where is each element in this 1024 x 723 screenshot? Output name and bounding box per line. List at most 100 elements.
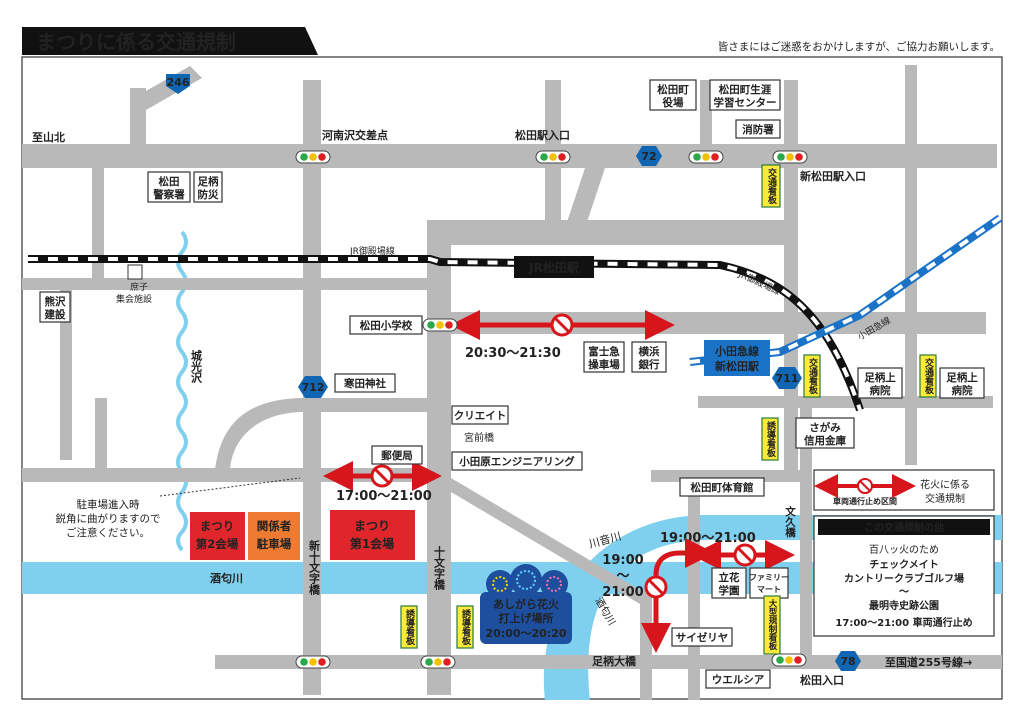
parking-note: 駐車場進入時 鋭角に曲がりますので ご注意ください。 xyxy=(56,477,301,539)
venue-dai2-1: まつり xyxy=(200,519,235,533)
closure-time-b: 17:00〜21:00 xyxy=(336,489,432,504)
facility-tachibana-1: 立花 xyxy=(719,571,740,584)
facility-yokohama-2: 銀行 xyxy=(639,358,660,371)
legend-other-1: 百八ッ火のため xyxy=(869,544,939,556)
legend: 車両通行止め区間 花火に係る 交通規制 この交通規制の他 百八ッ火のため チェッ… xyxy=(813,469,995,637)
page-title: まつりに係る交通規制 xyxy=(36,30,236,54)
facility-create: クリエイト xyxy=(454,410,507,422)
traffic-light-icon xyxy=(771,653,807,667)
traffic-light-icon xyxy=(295,150,331,164)
venue-kankeisha-1: 関係者 xyxy=(257,519,292,533)
notice-text: 皆さまにはご迷惑をおかけしますが、ご協力お願いします。 xyxy=(718,40,1000,53)
fireworks-3: 20:00〜20:20 xyxy=(485,627,566,640)
legend-other-4: 〜 xyxy=(899,587,909,598)
label-shin-matsuda-eki-iriguchi: 新松田駅入口 xyxy=(800,169,866,183)
label-shisanhoku: 至山北 xyxy=(32,130,65,144)
signboard-yudo-1: 誘導看板 xyxy=(765,420,776,458)
label-kawaminamizawa: 河南沢交差点 xyxy=(322,128,388,142)
route-711: 711 xyxy=(776,372,799,385)
venue-kankeisha xyxy=(248,512,300,560)
facility-shobosho: 消防署 xyxy=(742,123,774,136)
closure-time-d-start: 19:00 xyxy=(602,553,643,568)
venue-dai2-2: 第2会場 xyxy=(196,537,239,551)
facility-ashigara-bosai-1: 足柄 xyxy=(198,175,219,188)
facility-marker-icon xyxy=(127,264,143,280)
facility-family-2: マート xyxy=(757,585,781,594)
firework-icon xyxy=(510,564,542,596)
route-badges: 246 72 712 711 78 xyxy=(166,74,861,671)
venue-dai1-1: まつり xyxy=(354,519,390,533)
route-badge-icon xyxy=(166,74,190,94)
route-badge-icon xyxy=(636,146,662,166)
label-ashigara-ohashi: 足柄大橋 xyxy=(592,654,637,668)
signboard-kotsu-2: 交通看板 xyxy=(807,357,818,395)
facility-matsuda-yakuba-2: 役場 xyxy=(662,96,684,109)
label-matsuda-iriguchi: 松田入口 xyxy=(800,673,844,687)
legend-arrow-caption: 車両通行止め区間 xyxy=(833,496,897,506)
odakyu-station-box xyxy=(704,340,770,376)
facility-samukawa-jinja: 寒田神社 xyxy=(343,377,386,390)
traffic-light-icon xyxy=(772,150,808,164)
label-matsuda-eki-iriguchi: 松田駅入口 xyxy=(515,128,570,142)
legend-other-5: 最明寺史跡公園 xyxy=(869,599,939,612)
traffic-light-icon xyxy=(295,655,331,669)
facility-shogai-2: 学習センター xyxy=(714,96,777,109)
label-jumonji-bashi: 十文字橋 xyxy=(433,545,446,591)
route-badge-icon xyxy=(298,376,328,398)
closure-time-d-tilde: 〜 xyxy=(616,569,629,584)
facility-fuji-2: 操車場 xyxy=(588,358,620,371)
facility-matsuda-keisatsu-2: 警察署 xyxy=(152,188,185,201)
odakyu-station-line: 小田急線 xyxy=(714,344,759,358)
signboard-yudo-3: 誘導看板 xyxy=(460,608,471,646)
traffic-light-icon xyxy=(535,150,571,164)
closure-time-c: 19:00〜21:00 xyxy=(660,531,756,546)
firework-icon xyxy=(540,570,568,598)
facility-matsuda-shogakko: 松田小学校 xyxy=(360,319,413,332)
closures: 20:30〜21:30 17:00〜21:00 19:00〜21:00 19:0… xyxy=(323,310,795,653)
parking-note-3: ご注意ください。 xyxy=(66,526,150,539)
label-miyamaebashi: 宮前橋 xyxy=(464,431,494,444)
label-johkozawa: 城光沢 xyxy=(190,349,204,384)
facility-matsuda-keisatsu-1: 松田 xyxy=(159,175,180,188)
facility-ashigara-bosai-2: 防災 xyxy=(198,188,219,201)
place-labels: 至山北 河南沢交差点 松田駅入口 新松田駅入口 JR御殿場線 JR御殿場線 小田… xyxy=(32,128,972,687)
label-sakawa-gawa: 酒匂川 xyxy=(210,571,243,585)
venues: まつり 第2会場 関係者 駐車場 まつり 第1会場 あしがら花火 打上げ場所 2… xyxy=(190,510,572,644)
venue-dai2 xyxy=(190,512,245,560)
firework-icon xyxy=(486,570,514,598)
facility-kumazawa-2: 建設 xyxy=(44,308,66,321)
signboard-kotsu-3: 交通看板 xyxy=(923,357,934,395)
facility-ashigarakami-1-b: 病院 xyxy=(870,384,891,397)
signboard-kotsu-1: 交通看板 xyxy=(766,167,777,205)
legend-other-6: 17:00〜21:00 車両通行止め xyxy=(835,616,972,629)
route-712: 712 xyxy=(302,381,325,394)
venue-dai1 xyxy=(330,510,415,560)
facility-taiikukan: 松田町体育館 xyxy=(691,481,754,494)
roads xyxy=(22,65,1002,700)
closure-time-d-end: 21:00 xyxy=(602,585,643,600)
closure-arrow-d xyxy=(641,538,715,653)
label-shisai-2: 集会施設 xyxy=(116,293,152,305)
facility-family-1: ファミリー xyxy=(749,573,789,582)
facility-tachibana-2: 学園 xyxy=(719,584,740,597)
fireworks-2: 打上げ場所 xyxy=(499,611,554,625)
facility-sagami-2: 信用金庫 xyxy=(804,434,846,447)
fireworks-box xyxy=(480,592,572,644)
jr-matsuda-station-box xyxy=(514,256,594,278)
facility-fuji-1: 富士急 xyxy=(588,345,620,358)
facility-kumazawa-1: 熊沢 xyxy=(45,295,66,308)
facility-saizeriya: サイゼリヤ xyxy=(676,631,729,644)
fireworks-1: あしがら花火 xyxy=(493,597,560,611)
parking-note-2: 鋭角に曲がりますので xyxy=(56,512,161,525)
route-78: 78 xyxy=(840,655,855,668)
title-banner xyxy=(22,27,318,55)
odakyu-station-name: 新松田駅 xyxy=(715,359,759,373)
signboard-ogata: 大型規制看板 xyxy=(767,598,778,651)
facility-shogai-1: 松田町生涯 xyxy=(719,83,772,96)
label-shin-jumonji-bashi: 新十文字橋 xyxy=(308,539,321,596)
facility-ashigarakami-2-b: 病院 xyxy=(952,384,973,397)
label-bunkyo-bashi: 文久橋 xyxy=(784,505,796,538)
closure-time-a: 20:30〜21:30 xyxy=(465,346,561,361)
facilities: 松田 警察署 足柄 防災 松田町 役場 松田町生涯 学習センター 消防署 熊沢 … xyxy=(39,79,985,689)
